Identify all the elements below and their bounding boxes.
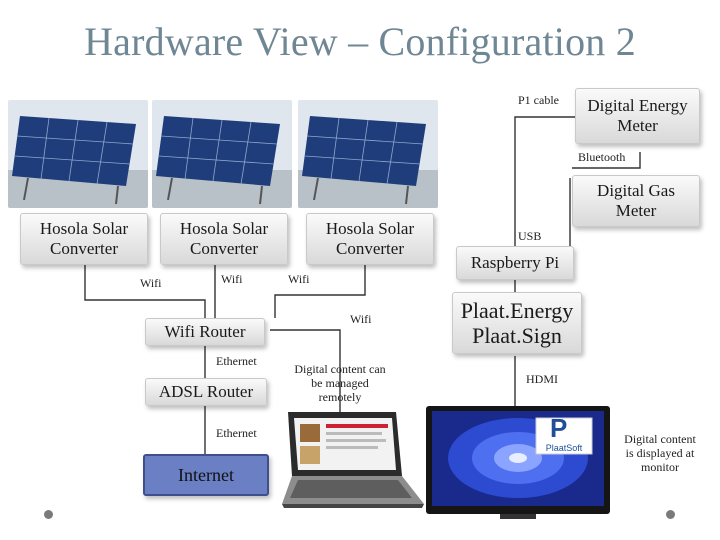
solar-converter-1: Hosola Solar Converter [20,213,148,265]
bluetooth-label: Bluetooth [578,151,625,165]
wifi-middle-label: Wifi [221,273,243,287]
remote-management-note: Digital content can be managed remotely [283,363,397,404]
raspberry-pi: Raspberry Pi [456,246,574,280]
ethernet-1-label: Ethernet [216,355,257,369]
wifi-laptop-label: Wifi [350,313,372,327]
digital-gas-meter: Digital Gas Meter [572,175,700,227]
monitor-display-note: Digital content is displayed at monitor [612,433,708,474]
internet: Internet [143,454,269,496]
solar-panel-image-2 [152,100,292,208]
wifi-right-label: Wifi [288,273,310,287]
wifi-router: Wifi Router [145,318,265,346]
p1-cable-label: P1 cable [518,94,559,108]
slide-corner-dot-right [666,510,675,519]
plaatsoft-logo-mark: P [550,415,567,441]
hdmi-label: HDMI [526,373,558,387]
wifi-left-label: Wifi [140,277,162,291]
adsl-router: ADSL Router [145,378,267,406]
monitor-image: P PlaatSoft [426,406,610,520]
slide-corner-dot-left [44,510,53,519]
ethernet-2-label: Ethernet [216,427,257,441]
plaat-software: Plaat.Energy Plaat.Sign [452,292,582,354]
solar-converter-2: Hosola Solar Converter [160,213,288,265]
laptop-image [278,410,428,510]
plaatsoft-logo-name: PlaatSoft [539,443,589,453]
solar-converter-3: Hosola Solar Converter [306,213,434,265]
wifi-left-line [85,263,205,322]
solar-panel-image-3 [298,100,438,208]
digital-energy-meter: Digital Energy Meter [575,88,700,144]
solar-panel-image-1 [8,100,148,208]
usb-label: USB [518,230,541,244]
